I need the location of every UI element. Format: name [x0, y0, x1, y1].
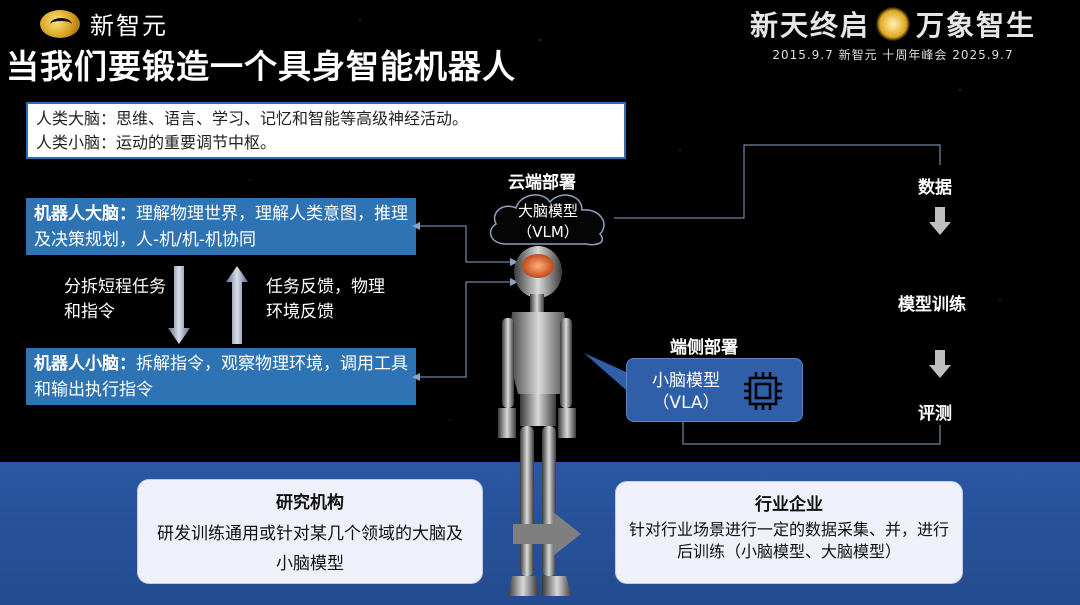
page-title: 当我们要锻造一个具身智能机器人: [6, 47, 516, 86]
flow-data-label: 数据: [918, 178, 952, 198]
research-institution-card: 研究机构 研发训练通用或针对某几个领域的大脑及小脑模型: [137, 479, 483, 584]
split-task-label: 分拆短程任务和指令: [64, 277, 166, 322]
flow-eval-label: 评测: [918, 404, 952, 424]
logo-text: 新智元: [90, 12, 168, 40]
human-brain-line: 人类大脑：思维、语言、学习、记忆和智能等高级神经活动。: [36, 109, 469, 128]
event-banner: 新天终启 万象智生 2015.9.7 新智元 十周年峰会 2025.9.7: [750, 4, 1036, 63]
human-cerebellum-line: 人类小脑：运动的重要调节中枢。: [36, 133, 277, 152]
robot-brain-title: 机器人大脑：: [34, 204, 136, 224]
arrow-up-icon: [226, 266, 248, 344]
edge-model-name: 小脑模型: [652, 371, 720, 391]
edge-deploy-title: 端侧部署: [670, 338, 738, 358]
cloud-model-abbr: （VLM）: [517, 223, 579, 241]
cloud-icon: [489, 194, 605, 246]
flow-train-label: 模型训练: [898, 295, 966, 315]
research-desc: 研发训练通用或针对某几个领域的大脑及小脑模型: [157, 524, 463, 574]
robot-brain-box: 机器人大脑：理解物理世界，理解人类意图，推理及决策规划，人-机/机-机协同: [26, 198, 416, 255]
arrow-down-icon: [168, 266, 190, 344]
slogan-left: 新天终启: [749, 9, 870, 42]
industry-title: 行业企业: [755, 495, 823, 515]
industry-desc: 针对行业场景进行一定的数据采集、并，进行后训练（小脑模型、大脑模型）: [628, 520, 949, 561]
arrow-down-icon: [929, 207, 951, 235]
research-title: 研究机构: [276, 493, 344, 513]
event-subtitle: 2015.9.7 新智元 十周年峰会 2025.9.7: [772, 48, 1014, 62]
feedback-label: 任务反馈，物理环境反馈: [266, 277, 385, 322]
event-slogan: 新天终启 万象智生: [750, 4, 1036, 44]
gold-cube-icon: [875, 7, 910, 41]
industry-enterprise-card: 行业企业 针对行业场景进行一定的数据采集、并，进行后训练（小脑模型、大脑模型）: [615, 481, 963, 584]
arrow-right-icon: [513, 512, 581, 556]
arrow-down-icon: [929, 350, 951, 378]
human-brain-definition-box: 人类大脑：思维、语言、学习、记忆和智能等高级神经活动。 人类小脑：运动的重要调节…: [26, 102, 626, 159]
robot-brain-desc: 理解物理世界，理解人类意图，推理及决策规划，人-机/机-机协同: [34, 204, 408, 250]
chip-icon: [744, 372, 782, 410]
edge-model-box: [626, 358, 803, 422]
logo-mark-icon: [40, 9, 80, 38]
slogan-right: 万象智生: [915, 9, 1036, 42]
edge-model-abbr: （VLA）: [652, 393, 720, 413]
robot-cerebellum-desc: 拆解指令，观察物理环境，调用工具和输出执行指令: [34, 354, 408, 400]
cloud-model-name: 大脑模型: [517, 202, 578, 220]
cloud-deploy-title: 云端部署: [508, 173, 576, 193]
cloud-model-text: 大脑模型 （VLM）: [482, 201, 614, 243]
robot-cerebellum-title: 机器人小脑：: [34, 354, 136, 374]
robot-cerebellum-box: 机器人小脑：拆解指令，观察物理环境，调用工具和输出执行指令: [26, 348, 416, 405]
brand-logo: 新智元: [40, 6, 168, 41]
edge-model-text: 小脑模型 （VLA）: [636, 370, 736, 414]
